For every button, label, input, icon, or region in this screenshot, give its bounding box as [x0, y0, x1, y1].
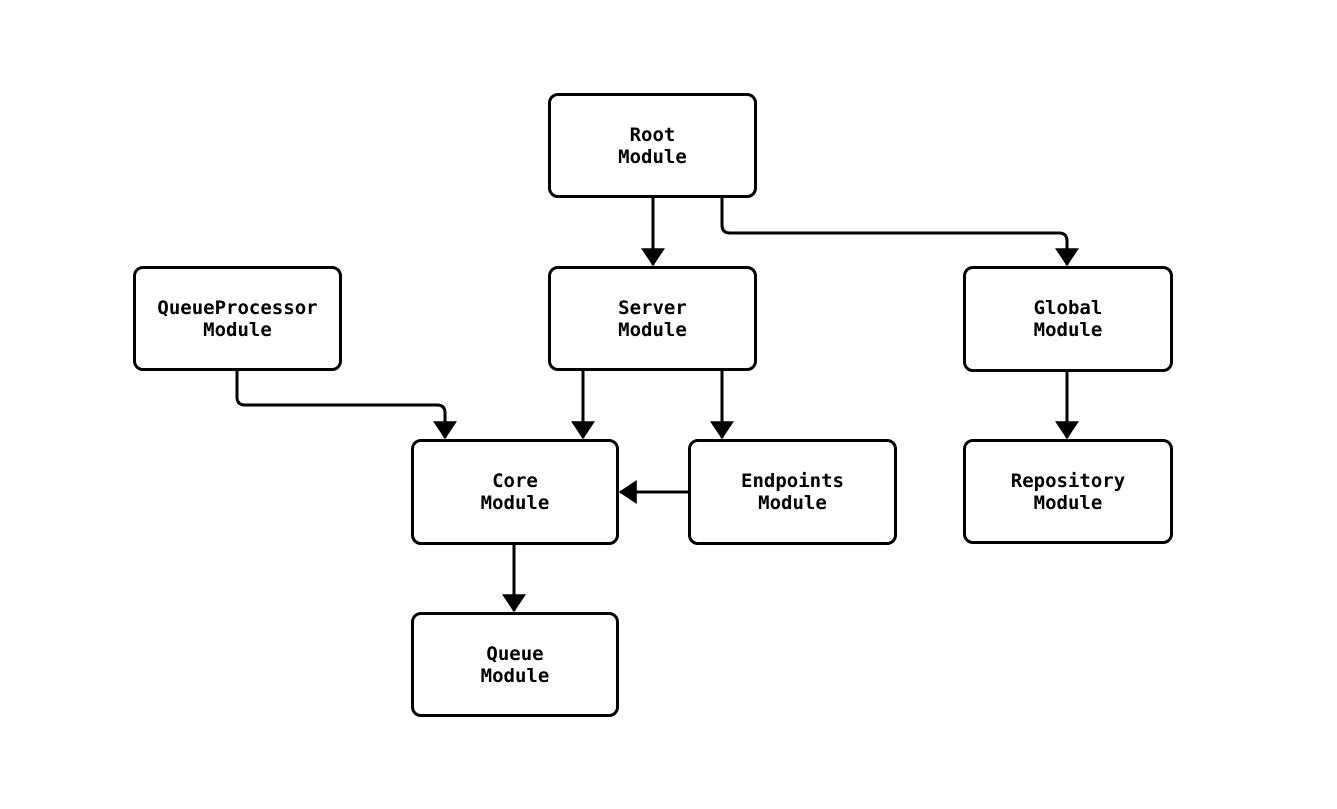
node-label-line1: Server	[618, 296, 687, 319]
node-label-line2: Module	[480, 492, 550, 514]
node-label-line1: Root	[629, 123, 676, 146]
edge-queueprocessor-module-to-core-module	[235, 371, 457, 440]
node-label-line1: Queue	[486, 642, 544, 665]
edge-root-module-to-global-module	[720, 198, 1079, 267]
node-label-line1: Core	[492, 470, 538, 492]
edges-group	[235, 198, 1079, 613]
node-label-line2: Module	[618, 145, 687, 168]
node-label-line1: QueueProcessor	[157, 296, 318, 319]
node-label-line2: Module	[480, 664, 550, 687]
node-label-line2: Module	[1033, 491, 1103, 514]
node-label-line1: Endpoints	[741, 470, 844, 492]
node-label-line1: Global	[1033, 297, 1103, 319]
node-label-line2: Module	[203, 318, 272, 341]
node-label-line2: Module	[1033, 319, 1103, 341]
node-label-line2: Module	[758, 492, 827, 514]
node-label-line2: Module	[618, 318, 687, 341]
node-label-line1: Repository	[1010, 469, 1126, 492]
